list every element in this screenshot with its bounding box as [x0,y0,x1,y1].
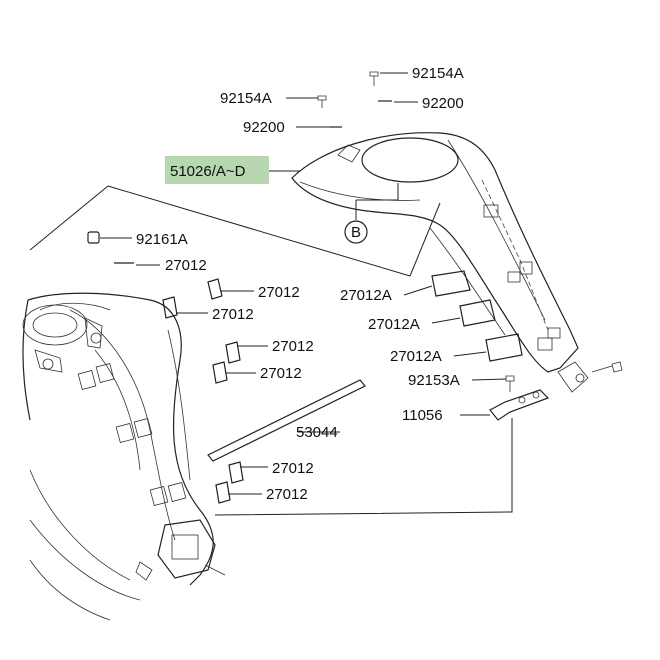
tank-cover-drawing [291,132,589,393]
label-27012-f: 27012 [272,460,314,477]
reference-circle-b [344,220,368,244]
small-parts [87,71,623,504]
label-27012a-1: 27012A [340,287,392,304]
highlight-box-51026 [165,156,269,184]
label-27012a-2: 27012A [368,316,420,333]
label-92161a: 92161A [136,231,188,248]
fuel-tank-drawing [22,292,226,621]
label-27012-g: 27012 [266,486,308,503]
label-92153a: 92153A [408,372,460,389]
leader-lines [100,72,507,495]
label-92154a-top: 92154A [412,65,464,82]
label-92200-left: 92200 [243,119,285,136]
label-92200-right: 92200 [422,95,464,112]
label-51026: 51026/A~D [170,163,246,180]
label-92154a-left: 92154A [220,90,272,107]
label-27012a-3: 27012A [390,348,442,365]
label-27012-b: 27012 [258,284,300,301]
label-11056: 11056 [402,407,443,424]
label-27012-e: 27012 [260,365,302,382]
label-53044: 53044 [296,424,338,441]
label-27012-d: 27012 [272,338,314,355]
frame-lines [29,185,513,516]
reference-b-label: B [351,224,361,241]
label-27012-a: 27012 [165,257,207,274]
label-27012-c: 27012 [212,306,254,323]
